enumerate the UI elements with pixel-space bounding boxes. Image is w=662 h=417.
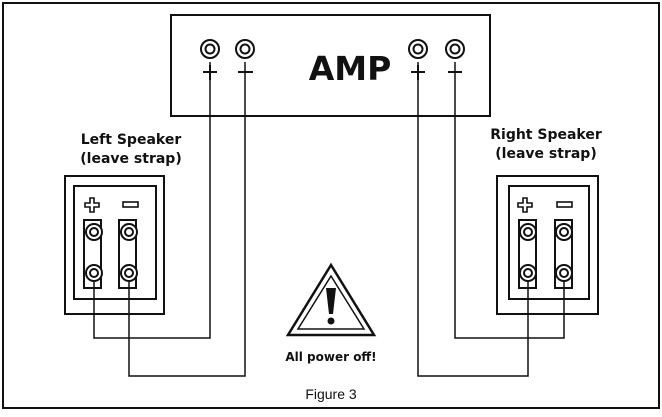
wire-right-negative	[454, 62, 565, 339]
plus-icon	[84, 197, 100, 213]
amp-terminal-right-positive	[408, 39, 428, 59]
amp-terminal-left-negative	[235, 39, 255, 59]
right-speaker-subtitle: (leave strap)	[495, 146, 596, 162]
plus-icon	[517, 197, 533, 213]
left-speaker-terminal	[85, 223, 103, 241]
minus-icon	[122, 201, 139, 208]
right-speaker-terminal	[555, 223, 573, 241]
right-speaker-inner-box	[508, 185, 590, 300]
right-speaker-title: Right Speaker	[490, 127, 602, 143]
amp-label: AMP	[309, 49, 392, 88]
left-speaker-inner-box	[73, 185, 157, 300]
right-speaker	[496, 175, 599, 315]
warning-triangle-icon	[285, 262, 377, 337]
left-speaker-strap-negative	[118, 219, 137, 289]
left-speaker-terminal	[120, 264, 138, 282]
minus-icon	[556, 201, 573, 208]
right-speaker-outer-box	[496, 175, 599, 315]
right-speaker-terminal	[519, 264, 537, 282]
amp-terminal-right-negative	[445, 39, 465, 59]
wire-left-negative	[128, 62, 246, 377]
left-speaker-outer-box	[64, 175, 165, 315]
right-speaker-terminal	[555, 264, 573, 282]
left-speaker-title: Left Speaker	[81, 132, 182, 148]
wire-left-positive	[93, 62, 211, 339]
left-speaker-strap-positive	[83, 219, 102, 289]
left-speaker-subtitle: (leave strap)	[80, 151, 181, 167]
figure-caption: Figure 3	[305, 386, 357, 402]
left-speaker	[64, 175, 165, 315]
amp-terminal-left-positive	[200, 39, 220, 59]
left-speaker-terminal	[85, 264, 103, 282]
amp-box	[170, 14, 491, 117]
wire-right-positive	[417, 62, 529, 377]
warning-text: All power off!	[285, 350, 376, 364]
left-speaker-terminal	[120, 223, 138, 241]
right-speaker-terminal	[519, 223, 537, 241]
figure-frame	[2, 2, 660, 409]
